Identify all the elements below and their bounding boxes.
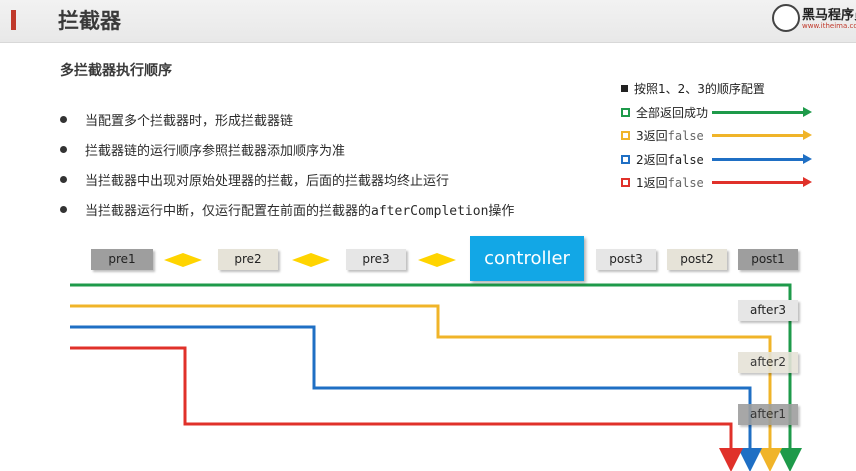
header-bar: 拦截器 黑马程序员 www.itheima.com	[0, 0, 856, 43]
flow-line-red	[70, 346, 743, 471]
legend-square-icon	[621, 85, 628, 92]
bullet-text: 当拦截器运行中断，仅运行配置在前面的拦截器的	[85, 204, 372, 219]
bullet-text: 操作	[488, 204, 515, 219]
legend-item-3-false: 3返回false	[621, 127, 704, 144]
legend-arrow-red	[712, 177, 812, 187]
legend-square-icon	[621, 131, 630, 140]
pre1-box: pre1	[91, 249, 153, 270]
accent-marker	[11, 10, 16, 30]
legend-square-icon	[621, 178, 630, 187]
post1-box: post1	[738, 249, 798, 270]
section-subtitle: 多拦截器执行顺序	[60, 63, 172, 79]
after3-box: after3	[738, 300, 798, 321]
after2-box: after2	[738, 352, 798, 373]
bullet-item: 当拦截器运行中断，仅运行配置在前面的拦截器的afterCompletion操作	[60, 200, 514, 219]
legend-label: 1返回	[636, 176, 668, 190]
bullet-dot-icon	[60, 116, 67, 123]
flow-line-green	[70, 283, 802, 471]
bullet-text: 拦截器链的运行顺序参照拦截器添加顺序为准	[85, 144, 346, 159]
legend-code: false	[667, 176, 704, 190]
logo-text: 黑马程序员	[802, 8, 856, 23]
bullet-dot-icon	[60, 146, 67, 153]
legend-label: 2返回	[636, 153, 668, 167]
post3-box: post3	[596, 249, 656, 270]
legend-code: false	[667, 153, 704, 167]
legend-square-icon	[621, 108, 630, 117]
legend-item-all-success: 全部返回成功	[621, 104, 708, 121]
logo-icon	[772, 4, 800, 32]
after1-box: after1	[738, 404, 798, 425]
legend-arrow-yellow	[712, 130, 812, 140]
bullet-item: 拦截器链的运行顺序参照拦截器添加顺序为准	[60, 140, 345, 159]
bullet-dot-icon	[60, 176, 67, 183]
legend-label: 3返回	[636, 129, 668, 143]
legend-arrow-green	[712, 107, 812, 117]
bullet-text: 当配置多个拦截器时，形成拦截器链	[85, 114, 294, 129]
bullet-item: 当配置多个拦截器时，形成拦截器链	[60, 110, 293, 129]
logo-url: www.itheima.com	[802, 22, 856, 30]
bullet-code: afterCompletion	[371, 204, 489, 219]
arrow-diamond-icon	[292, 253, 330, 267]
bullet-text: 当拦截器中出现对原始处理器的拦截，后面的拦截器均终止运行	[85, 174, 450, 189]
bullet-item: 当拦截器中出现对原始处理器的拦截，后面的拦截器均终止运行	[60, 170, 449, 189]
controller-box: controller	[470, 236, 584, 281]
pre2-box: pre2	[218, 249, 278, 270]
flow-line-yellow	[70, 304, 782, 471]
legend-item-1-false: 1返回false	[621, 174, 704, 191]
brand-logo: 黑马程序员 www.itheima.com	[772, 4, 856, 36]
arrow-diamond-icon	[418, 253, 456, 267]
pre3-box: pre3	[346, 249, 406, 270]
legend-item-order: 按照1、2、3的顺序配置	[621, 80, 765, 97]
legend-item-2-false: 2返回false	[621, 151, 704, 168]
post2-box: post2	[667, 249, 727, 270]
bullet-dot-icon	[60, 206, 67, 213]
legend-arrow-blue	[712, 154, 812, 164]
arrow-diamond-icon	[164, 253, 202, 267]
legend-label: 按照1、2、3的顺序配置	[634, 82, 765, 96]
page-title: 拦截器	[58, 9, 121, 33]
legend-code: false	[667, 129, 704, 143]
legend-square-icon	[621, 155, 630, 164]
legend-label: 全部返回成功	[636, 106, 709, 120]
